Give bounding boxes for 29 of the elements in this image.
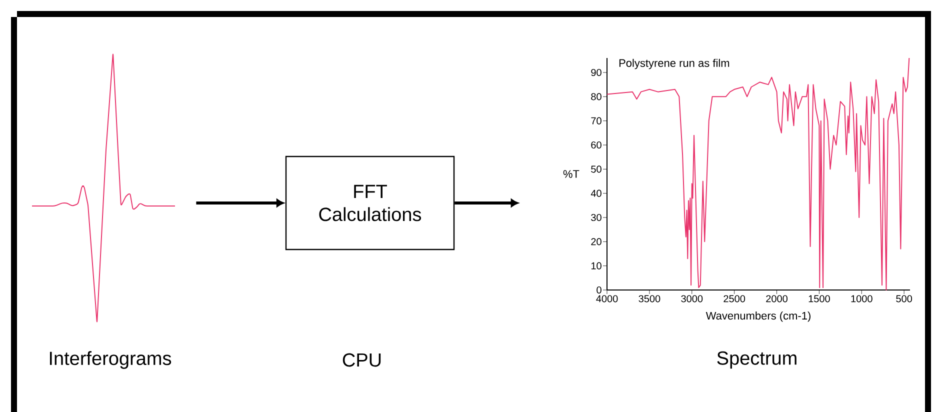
axis-title: Wavenumbers (cm-1): [706, 312, 810, 322]
tick-label: 80: [591, 93, 602, 100]
tick-label: 500: [896, 295, 912, 302]
tick-label: 20: [591, 238, 602, 246]
tick-label: 4000: [596, 295, 618, 302]
chart-title: Polystyrene run as film: [619, 58, 730, 70]
axis-title: %T: [563, 170, 580, 178]
tick-label: 60: [591, 141, 602, 149]
tick-label: 30: [591, 214, 602, 222]
tick-label: 3000: [681, 295, 703, 302]
tick-label: 1000: [851, 295, 872, 302]
arrow: [454, 199, 518, 207]
tick-label: 0: [596, 286, 602, 294]
spectrum-chart: [563, 58, 912, 322]
tick-label: 1500: [808, 295, 830, 302]
caption-label: Interferograms: [50, 351, 172, 369]
caption-label: CPU: [342, 353, 381, 367]
tick-label: 3500: [638, 295, 660, 302]
tick-label: 2000: [766, 295, 788, 302]
interferogram-drawing: [32, 54, 176, 322]
tick-label: 90: [591, 68, 602, 76]
tick-label: 70: [591, 117, 602, 124]
process-box: FFT Calculations: [285, 156, 455, 250]
tick-label: 10: [591, 262, 602, 270]
arrow: [196, 199, 284, 207]
caption-label: Spectrum: [717, 351, 796, 369]
tick-label: 50: [591, 166, 602, 173]
tick-label: 40: [590, 190, 602, 197]
tick-label: 2500: [724, 295, 746, 302]
